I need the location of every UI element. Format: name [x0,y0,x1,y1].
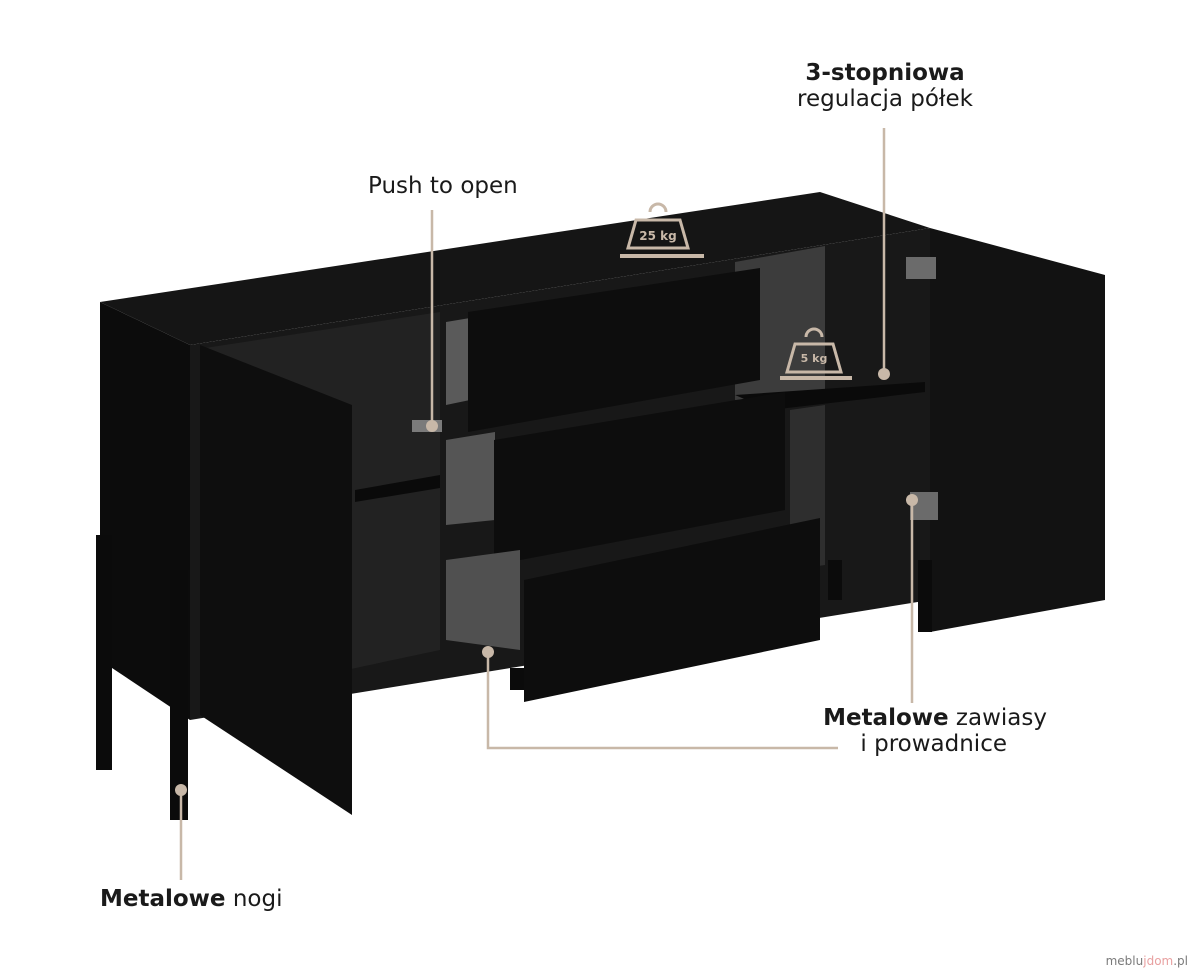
legs-bold: Metalowe [100,886,226,912]
legs-label: Metalowe nogi [100,886,283,912]
hinges-bold: Metalowe [823,705,949,731]
hinges-rest: zawiasy [948,705,1047,731]
watermark-prefix: meblu [1105,954,1144,968]
watermark-suffix: .pl [1173,954,1188,968]
watermark-accent: jdom [1143,954,1174,968]
callout-dots [175,368,918,796]
hinges-label: Metalowe zawiasy i prowadnice [812,705,1047,758]
watermark: meblujdom.pl [1106,954,1188,968]
hinges-line2: i prowadnice [860,731,1007,758]
shelf-adjustment-rest: regulacja półek [797,86,973,113]
weight-badge-top: 25 kg [620,202,704,258]
push-to-open-label: Push to open [368,173,518,199]
metal-legs [96,535,932,820]
weight-badge-shelf: 5 kg [780,327,852,380]
callout-rail-line [486,652,838,750]
callout-lines [179,128,914,880]
weight-top-text: 25 kg [639,229,676,243]
shelf-adjustment-label: 3-stopniowa regulacja półek [760,60,1010,113]
weight-shelf-text: 5 kg [801,352,828,365]
push-to-open-text: Push to open [368,173,518,199]
drawers [412,268,820,702]
legs-rest: nogi [225,886,283,912]
shelf-adjustment-bold: 3-stopniowa [805,60,965,86]
